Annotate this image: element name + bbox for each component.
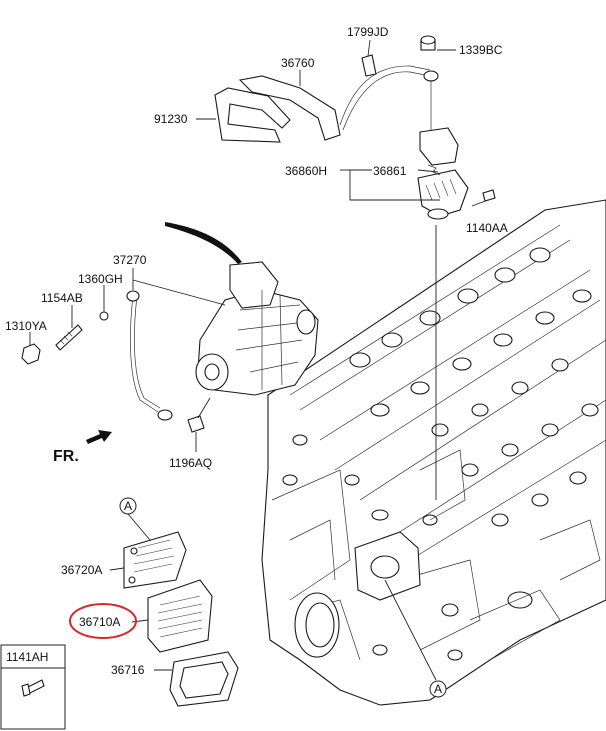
label-front: FR. — [53, 448, 79, 465]
label-36716: 36716 — [111, 663, 145, 677]
label-36760: 36760 — [281, 56, 315, 70]
label-1196aq: 1196AQ — [169, 456, 212, 470]
label-1141ah: 1141AH — [6, 650, 48, 664]
label-36861: 36861 — [373, 164, 407, 178]
label-36710a: 36710A — [79, 615, 120, 629]
label-1799jd: 1799JD — [347, 25, 389, 39]
label-1140aa: 1140AA — [466, 221, 508, 235]
starter-motor — [165, 222, 319, 452]
callout-a-bottom — [429, 680, 447, 698]
label-1360gh: 1360GH — [78, 272, 123, 286]
hardware-left — [21, 285, 109, 365]
label-36860h: 36860H — [285, 164, 327, 178]
label-36720a: 36720A — [61, 563, 102, 577]
label-37270: 37270 — [113, 253, 147, 267]
callout-a-top-label: A — [124, 499, 132, 513]
battery-cable — [126, 268, 226, 421]
egr-parts — [109, 513, 437, 707]
label-1310ya: 1310YA — [5, 319, 47, 333]
callout-a-top — [119, 497, 137, 515]
highlight-circle — [69, 603, 137, 639]
label-1154ab: 1154AB — [41, 291, 83, 305]
label-91230: 91230 — [154, 112, 188, 126]
harness-assembly — [214, 35, 496, 220]
callout-a-bottom-label: A — [434, 682, 442, 696]
engine-block — [261, 199, 606, 706]
label-1339bc: 1339BC — [459, 43, 503, 57]
front-direction-indicator — [86, 430, 112, 444]
part-box-1141ah — [0, 644, 66, 730]
